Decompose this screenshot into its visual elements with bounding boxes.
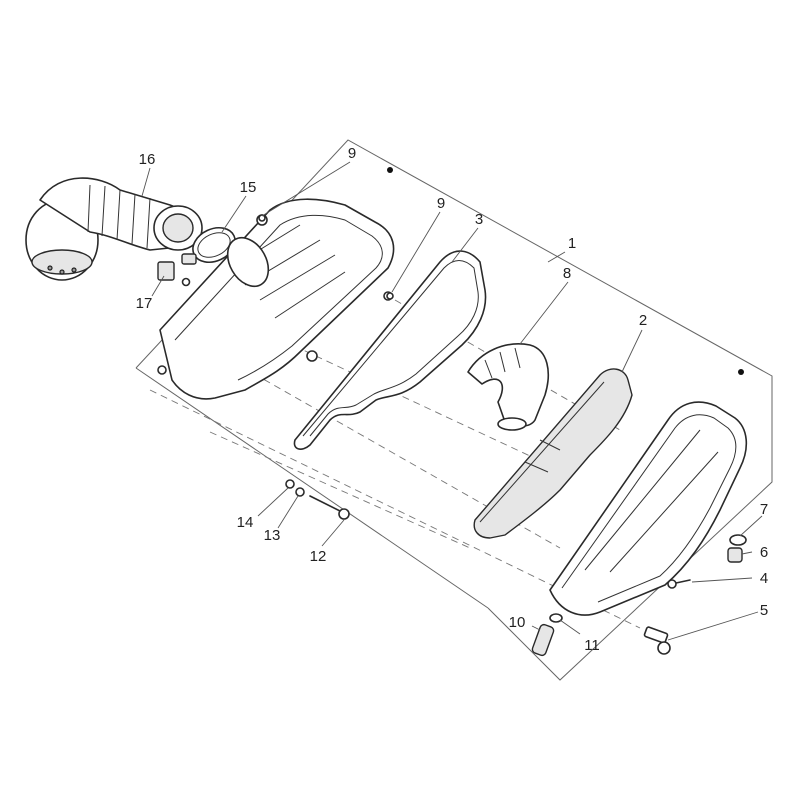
callout-14: 14	[237, 514, 254, 531]
callout-13: 13	[264, 527, 281, 544]
callout-5: 5	[760, 602, 768, 619]
screw-4-part[interactable]	[667, 579, 691, 589]
bolt-5-part[interactable]	[643, 626, 671, 655]
callout-7: 7	[760, 501, 768, 518]
callout-12: 12	[310, 548, 327, 565]
elbow-tube-part[interactable]	[467, 343, 550, 431]
callout-9a: 9	[348, 145, 356, 162]
hose-clamp-part[interactable]	[181, 221, 241, 269]
long-bolt-part[interactable]	[309, 495, 350, 520]
cap-part[interactable]	[727, 547, 743, 563]
washer-13-part[interactable]	[295, 487, 305, 497]
filter-element-part[interactable]	[473, 368, 633, 539]
hardware-parts	[258, 214, 747, 657]
intake-duct-part[interactable]	[25, 177, 203, 281]
leader-lines	[141, 161, 763, 641]
callout-11: 11	[584, 637, 600, 654]
filter-housing-body[interactable]	[157, 167, 395, 400]
clip-part[interactable]	[157, 261, 191, 287]
washer-9b-part[interactable]	[386, 292, 394, 300]
gasket-part[interactable]	[293, 250, 487, 450]
callout-8: 8	[563, 265, 571, 282]
callout-2: 2	[639, 312, 647, 329]
callout-6: 6	[760, 544, 768, 561]
callout-4: 4	[760, 570, 768, 587]
oring-part[interactable]	[549, 613, 563, 623]
callout-17: 17	[136, 295, 153, 312]
callout-9b: 9	[437, 195, 445, 212]
callout-1: 1	[568, 235, 576, 252]
callout-labels: 1 2 3 4 5 6 7 8 9 9 10 11 12 13 14 15 16…	[136, 145, 769, 654]
washer-9a-part[interactable]	[258, 214, 266, 222]
washer-14-part[interactable]	[285, 479, 295, 489]
drain-plug-part[interactable]	[531, 623, 555, 657]
clip-7-part[interactable]	[729, 534, 747, 546]
callout-3: 3	[475, 211, 483, 228]
filter-cover-body[interactable]	[549, 369, 748, 616]
callout-16: 16	[139, 151, 156, 168]
callout-10: 10	[509, 614, 526, 631]
callout-15: 15	[240, 179, 257, 196]
